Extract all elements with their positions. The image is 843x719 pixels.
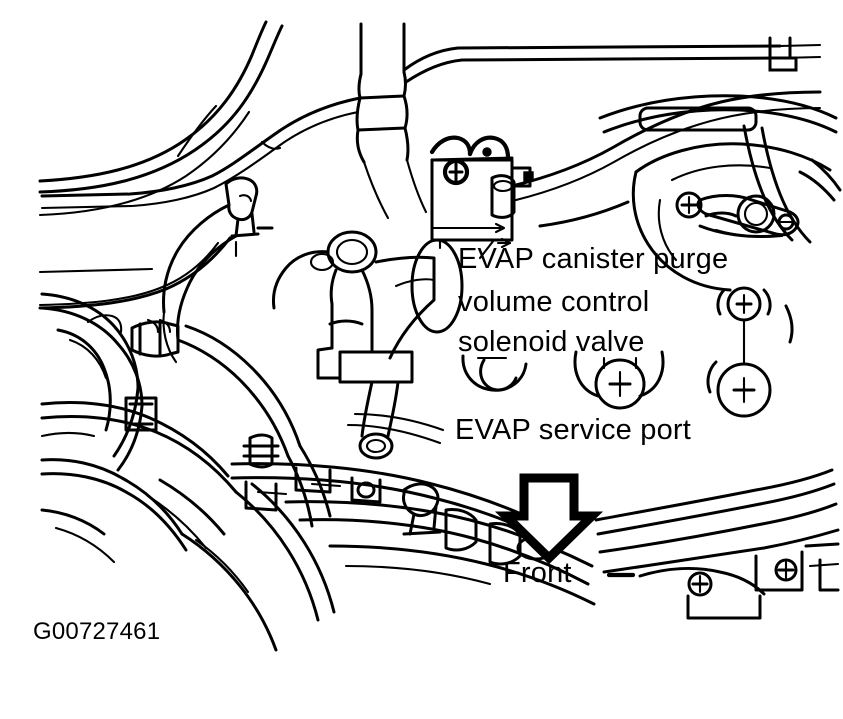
left-hose-bundle xyxy=(40,292,238,564)
center-hose-sweeps xyxy=(146,324,336,652)
callout-front-orientation: Front xyxy=(503,557,572,589)
air-intake-boot xyxy=(355,22,428,220)
oval-component-outline xyxy=(410,238,464,334)
upper-fuel-rail-lines xyxy=(402,36,822,84)
center-connector-cluster xyxy=(162,176,274,364)
leader-lines xyxy=(346,238,496,445)
right-arcing-hoses xyxy=(510,90,822,228)
callout-evap-service-port: EVAP service port xyxy=(455,414,692,446)
leader-service-port-lower xyxy=(346,423,442,445)
callout-purge-valve-line1: EVAP canister purge xyxy=(458,243,729,275)
figure-id-code: G00727461 xyxy=(33,618,161,645)
coil-bolt-circles xyxy=(461,286,794,418)
right-mounting-hardware xyxy=(675,124,842,244)
upper-left-body-curves xyxy=(38,20,284,334)
leader-purge-valve xyxy=(478,238,496,260)
front-direction-arrow xyxy=(494,473,604,565)
lower-right-frame-rail xyxy=(594,468,840,620)
hose-clamp-center-left xyxy=(130,320,280,469)
left-running-hoses xyxy=(40,96,362,210)
leader-service-port-upper xyxy=(353,412,445,432)
throttle-body-fitting xyxy=(272,230,436,460)
engine-cover-arc xyxy=(598,94,838,292)
callout-purge-valve-line2: volume control xyxy=(458,286,650,318)
callout-purge-valve-line3: solenoid valve xyxy=(458,326,645,358)
evap-purge-solenoid-valve-body xyxy=(429,135,534,250)
